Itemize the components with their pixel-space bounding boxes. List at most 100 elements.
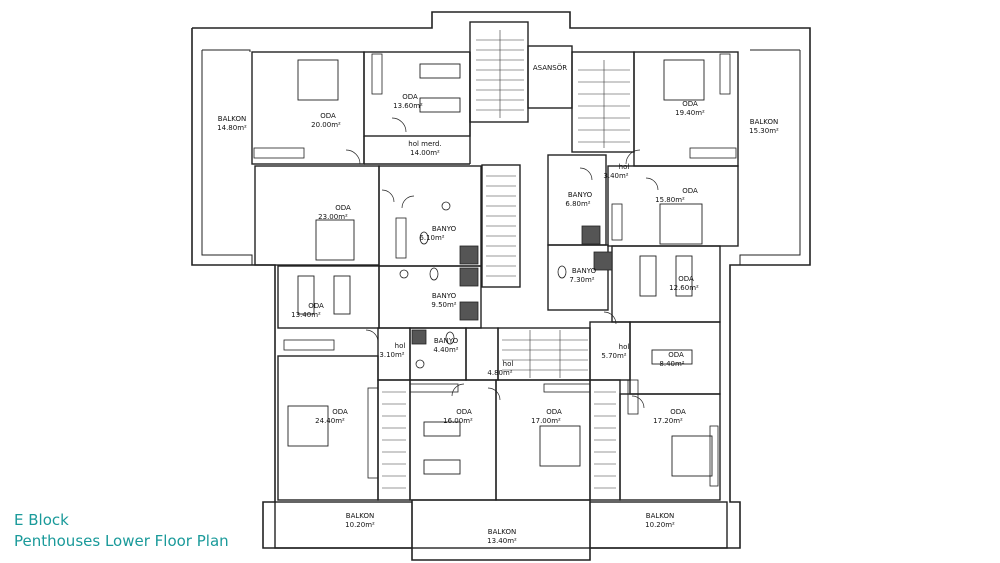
room-name: ODA [456,408,472,416]
room-area: 15.80m² [655,196,685,204]
room-name: hol [619,343,630,351]
double-bed-icon [315,219,355,261]
twin-bed-icon [419,97,461,113]
room-area: 12.60m² [669,284,699,292]
shower-icon [593,251,613,271]
room-area: 3.10m² [379,351,404,359]
double-bed-icon [539,425,581,467]
room-name: hol [619,163,630,171]
room-name: BALKON [750,118,778,126]
room-area: 7.30m² [569,276,594,284]
double-bed-icon [671,435,713,477]
room-name: ODA [546,408,562,416]
twin-bed-icon [675,255,693,297]
room-area: 6.10m² [419,234,444,242]
shower-icon [459,245,479,265]
room-area: 17.20m² [653,417,683,425]
room-name: hol [395,342,406,350]
room-area: 4.80m² [487,369,512,377]
room-name: ODA [670,408,686,416]
room-name: hol [503,360,514,368]
twin-bed-icon [333,275,351,315]
room-name: BANYO [572,267,597,275]
room-area: 14.80m² [217,124,247,132]
room-name: ODA [308,302,324,310]
twin-bed-icon [423,421,461,437]
room-area: 10.20m² [345,521,375,529]
stair-north-east [578,60,630,148]
room-area: 17.00m² [531,417,561,425]
sink-icon [441,201,451,211]
shower-icon [411,329,427,345]
stair-north [476,30,524,118]
room-area: 15.30m² [749,127,779,135]
double-bed-icon [287,405,329,447]
wardrobes [253,53,737,487]
room-area: 19.40m² [675,109,705,117]
door-swings [345,117,659,409]
sink-icon [399,269,409,279]
room-name: ASANSÖR [533,63,567,72]
bed-furniture [287,59,713,477]
stair-south-west [382,391,406,489]
room-name: BANYO [568,191,593,199]
room-area: 4.40m² [433,346,458,354]
toilet-icon [429,267,439,281]
room-name: BALKON [218,115,246,123]
bathroom-fixtures [399,201,613,369]
room-area: 13.40m² [487,537,517,545]
room-name: BANYO [434,337,459,345]
interior-walls [251,21,739,549]
room-name: ODA [682,187,698,195]
room-area: 5.70m² [601,352,626,360]
stair-central [486,175,516,277]
room-name: ODA [682,100,698,108]
plan-caption: E Block Penthouses Lower Floor Plan [14,510,229,552]
room-area: 13.60m² [393,102,423,110]
room-name: ODA [320,112,336,120]
room-name: ODA [678,275,694,283]
twin-bed-icon [651,349,693,365]
shower-icon [581,225,601,245]
plan-title: Penthouses Lower Floor Plan [14,532,229,550]
room-area: 3.40m² [603,172,628,180]
room-area: 6.80m² [565,200,590,208]
room-area: 9.50m² [431,301,456,309]
twin-bed-icon [419,63,461,79]
twin-bed-icon [639,255,657,297]
room-name: BANYO [432,292,457,300]
room-area: 8.40m² [659,360,684,368]
room-name: BANYO [432,225,457,233]
room-area: 13.40m² [291,311,321,319]
room-area: 16.00m² [443,417,473,425]
block-name: E Block [14,511,69,529]
twin-bed-icon [423,459,461,475]
twin-bed-icon [297,275,315,315]
room-name: ODA [332,408,348,416]
double-bed-icon [659,203,703,245]
room-area: 14.00m² [410,149,440,157]
stair-south-east [594,391,616,489]
room-area: 10.20m² [645,521,675,529]
outer-outline [191,11,811,561]
sink-icon [415,359,425,369]
double-bed-icon [663,59,705,101]
double-bed-icon [297,59,339,101]
room-name: ODA [402,93,418,101]
toilet-icon [419,231,429,245]
room-labels: BALKON 14.80m² ODA 20.00m² ODA 13.60m² h… [217,63,779,545]
shower-icon [459,301,479,321]
room-area: 20.00m² [311,121,341,129]
room-area: 24.40m² [315,417,345,425]
room-name: ODA [335,204,351,212]
stair-south [502,330,588,378]
room-name: BALKON [646,512,674,520]
room-name: BALKON [346,512,374,520]
room-name: hol merd. [408,140,441,148]
room-name: ODA [668,351,684,359]
room-name: BALKON [488,528,516,536]
toilet-icon [557,265,567,279]
toilet-icon [445,331,455,345]
room-area: 23.00m² [318,213,348,221]
